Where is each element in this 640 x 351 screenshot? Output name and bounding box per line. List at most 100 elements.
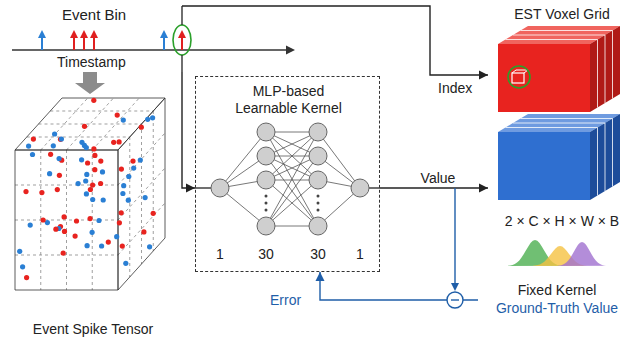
event-dot	[84, 172, 89, 177]
event-dot	[28, 223, 33, 228]
event-dot	[26, 144, 31, 149]
node-subtitle: Ground-Truth Value	[478, 300, 636, 317]
event-dot	[91, 98, 96, 103]
highlight-ellipse	[173, 25, 191, 55]
edge-label: Error	[268, 292, 303, 308]
grid-line	[92, 98, 139, 150]
event-spike	[73, 36, 75, 50]
event-dot	[59, 136, 64, 141]
arrow-head	[479, 71, 488, 80]
event-spike	[181, 36, 183, 50]
event-dot	[62, 229, 67, 234]
event-dot	[84, 145, 89, 150]
event-dot	[88, 216, 93, 221]
slice-line	[612, 119, 613, 187]
voxel-cell	[512, 70, 516, 73]
event-dot	[115, 113, 120, 118]
connector	[182, 72, 195, 193]
dimension-text: 2 × C × H × W × B	[488, 213, 636, 230]
event-dot	[151, 211, 156, 216]
event-spike	[163, 36, 165, 50]
grid-line	[118, 168, 165, 220]
event-dot	[99, 243, 104, 248]
network-link	[266, 156, 318, 226]
network-link	[266, 180, 318, 226]
kernel-box: MLP-based Learnable Kernel	[195, 76, 380, 272]
event-dot	[84, 191, 89, 196]
event-dot	[101, 197, 106, 202]
event-lead	[181, 6, 182, 25]
event-dot	[106, 240, 111, 245]
event-dot	[141, 229, 146, 234]
subtract-symbol	[451, 299, 459, 300]
slice-line	[521, 30, 613, 31]
input-lead	[195, 187, 211, 188]
event-dot	[73, 234, 78, 239]
event-dot	[150, 115, 155, 120]
edge-label: Index	[436, 80, 474, 96]
arrow-head	[316, 272, 325, 281]
arrow-head	[186, 184, 195, 193]
event-dot	[53, 227, 58, 232]
block-arrow	[75, 72, 105, 94]
slice-line	[605, 123, 606, 191]
connector	[182, 6, 488, 80]
node-title: EST Voxel Grid	[488, 6, 636, 23]
axis-label: Timestamp	[55, 54, 128, 70]
event-dot	[90, 197, 95, 202]
event-spike	[93, 36, 95, 50]
neuron	[309, 147, 327, 165]
event-dot	[119, 167, 124, 172]
event-dot	[143, 195, 148, 200]
fixed-kernel: Fixed KernelGround-Truth Value	[478, 282, 636, 332]
event-dot	[119, 210, 124, 215]
blue-block-front	[498, 132, 590, 200]
event-spike-tensor: Event Spike Tensor	[6, 94, 180, 344]
ellipsis-dot	[265, 195, 268, 198]
node-title: MLP-based Learnable Kernel	[226, 83, 351, 117]
red-block-side	[590, 26, 620, 112]
event-dot	[111, 140, 116, 145]
event-spike	[83, 36, 85, 50]
event-dot	[41, 217, 46, 222]
grid-line	[118, 133, 165, 185]
event-dot	[98, 159, 103, 164]
neuron	[309, 217, 327, 235]
event-dot	[23, 189, 28, 194]
event-dot	[48, 152, 53, 157]
connector-line	[182, 6, 488, 75]
slice-line	[506, 127, 598, 128]
grid-line	[141, 124, 142, 264]
output-lead	[369, 187, 380, 188]
event-dot	[120, 191, 125, 196]
slice-line	[597, 128, 598, 196]
grid-line	[50, 111, 153, 112]
edge-label: Value	[419, 170, 458, 186]
event-dot	[57, 173, 62, 178]
neuron	[257, 171, 275, 189]
event-dot	[98, 181, 103, 186]
event-dot	[85, 243, 90, 248]
node-title: Event Bin	[62, 6, 126, 23]
layer-size: 30	[308, 246, 328, 262]
event-dot	[96, 218, 101, 223]
event-dot	[120, 244, 125, 249]
grid-line	[66, 150, 67, 290]
voxel-grid: EST Voxel Grid 2 × C × H × W × B	[488, 6, 636, 232]
voxel-cell	[512, 73, 524, 83]
event-dot	[139, 125, 144, 130]
neuron	[257, 147, 275, 165]
event-dot	[76, 181, 81, 186]
event-spike-head	[80, 30, 88, 38]
event-dot	[90, 230, 95, 235]
cube-face	[15, 150, 118, 290]
event-dot	[30, 152, 35, 157]
grid-line	[129, 137, 130, 277]
event-spike-head	[38, 30, 46, 38]
event-dot	[121, 183, 126, 188]
kernel-curve	[558, 242, 606, 266]
event-dot	[114, 234, 119, 239]
event-spike-head	[70, 30, 78, 38]
